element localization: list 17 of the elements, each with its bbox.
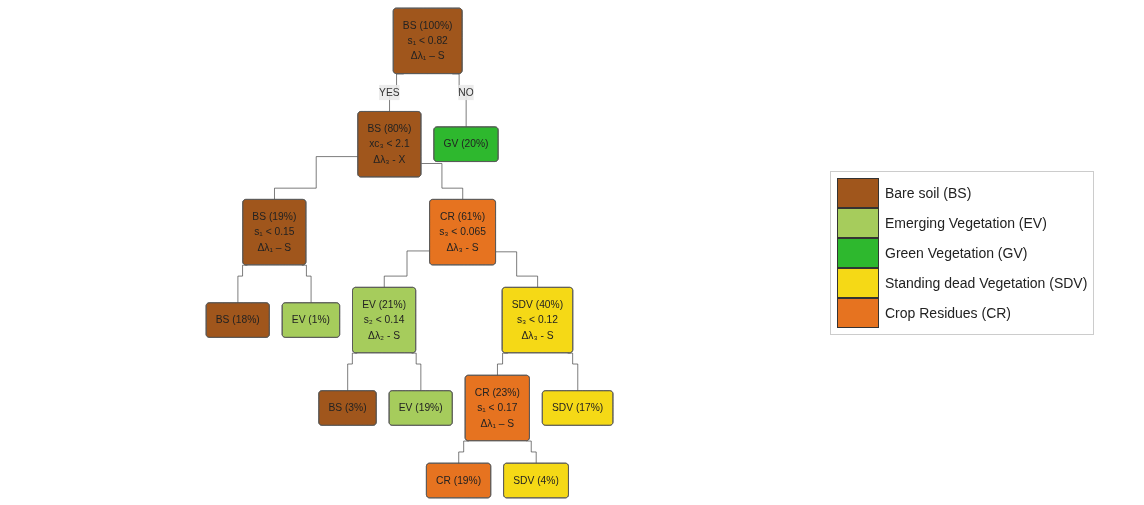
legend-text: Bare soil (BS) <box>885 184 972 201</box>
connector <box>458 440 470 464</box>
connector <box>302 264 313 303</box>
legend-text: Crop Residues (CR) <box>885 304 1012 321</box>
legend-text: Standing dead Vegetation (SDV) <box>885 274 1088 291</box>
connector <box>384 250 431 288</box>
connector <box>411 352 422 391</box>
edge-label: NO <box>458 86 475 98</box>
connector <box>347 352 358 391</box>
legend-text: Green Vegetation (GV) <box>885 244 1028 261</box>
edge-label: YES <box>379 86 401 98</box>
legend-text: Emerging Vegetation (EV) <box>885 214 1047 231</box>
connector <box>567 352 579 391</box>
connector <box>526 440 538 464</box>
connector <box>274 155 359 200</box>
connector <box>496 251 539 288</box>
connector <box>421 162 464 200</box>
